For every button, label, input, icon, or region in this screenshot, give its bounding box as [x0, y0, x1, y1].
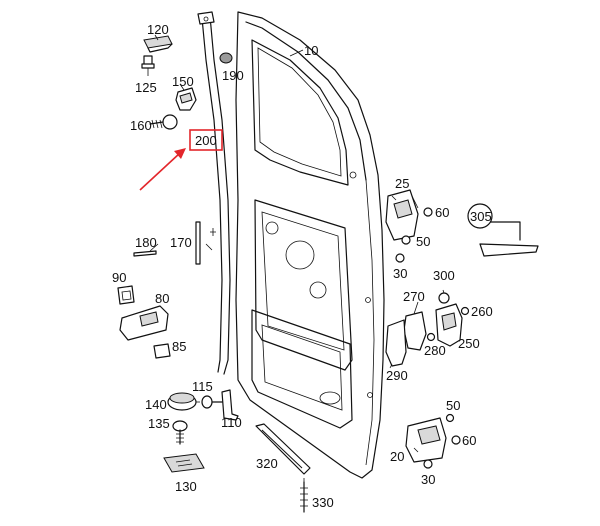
callout-labels: 10 120 125 150 160 190 200 170 180 90 80… [112, 22, 493, 510]
label-135: 135 [148, 416, 170, 431]
label-305: 305 [470, 209, 492, 224]
label-320: 320 [256, 456, 278, 471]
bolt-part-50-upper [401, 235, 411, 245]
door-panel-part-10 [235, 11, 385, 479]
rod-part-180 [133, 250, 157, 257]
label-290: 290 [386, 368, 408, 383]
nut-part-60-upper [423, 207, 433, 217]
label-260: 260 [471, 304, 493, 319]
nut-part-60-lower [451, 435, 461, 445]
label-270: 270 [403, 289, 425, 304]
bolt-part-125 [141, 55, 155, 76]
label-80: 80 [155, 291, 169, 306]
rod-part-170 [195, 221, 216, 265]
label-280: 280 [424, 343, 446, 358]
label-60-lower: 60 [462, 433, 476, 448]
door-seal-part-200 [197, 11, 231, 375]
grommet-part-140 [167, 392, 197, 411]
lock-part-270 [403, 311, 427, 351]
label-330: 330 [312, 495, 334, 510]
lock-part-250 [435, 303, 463, 347]
label-10: 10 [304, 43, 318, 58]
rail-part-320 [255, 423, 311, 475]
label-160: 160 [130, 118, 152, 133]
bracket-part-150 [175, 87, 197, 111]
label-20: 20 [390, 449, 404, 464]
highlight-arrow-shaft [139, 152, 181, 191]
label-50-lower: 50 [446, 398, 460, 413]
label-180: 180 [135, 235, 157, 250]
label-190: 190 [222, 68, 244, 83]
bracket-part-110 [221, 389, 239, 421]
callout-circle-305 [467, 203, 493, 229]
screw-part-115 [201, 395, 223, 409]
label-50-upper: 50 [416, 234, 430, 249]
screw-part-160 [149, 114, 178, 130]
label-85: 85 [172, 339, 186, 354]
label-30-lower: 30 [421, 472, 435, 487]
lock-part-280 [426, 332, 436, 342]
label-25: 25 [395, 176, 409, 191]
label-130: 130 [175, 479, 197, 494]
hinge-part-20 [405, 417, 447, 463]
label-250: 250 [458, 336, 480, 351]
cover-part-290 [385, 319, 407, 367]
label-110: 110 [221, 415, 242, 430]
clip-part-90 [117, 285, 135, 305]
highlight-arrow-head [174, 148, 186, 159]
handle-part-80 [119, 305, 169, 341]
plate-part-130 [163, 453, 205, 473]
screw-part-330 [300, 481, 308, 513]
leader-lines [149, 34, 445, 482]
bolt-part-50-lower [445, 413, 455, 423]
bolt-part-135 [172, 420, 188, 445]
cap-part-85 [153, 343, 171, 359]
highlight-box [189, 129, 223, 151]
lock-part-300 [438, 292, 450, 304]
lock-part-260 [460, 306, 470, 316]
label-115: 115 [192, 379, 213, 394]
detail-inset-305 [479, 221, 539, 257]
hinge-part-25 [385, 189, 419, 241]
pin-part-30-lower [423, 459, 433, 469]
label-300: 300 [433, 268, 455, 283]
label-140: 140 [145, 397, 167, 412]
label-170: 170 [170, 235, 192, 250]
label-30-upper: 30 [393, 266, 407, 281]
highlight-200 [139, 129, 223, 191]
label-150: 150 [172, 74, 194, 89]
plug-part-190 [219, 52, 233, 64]
clip-part-120 [143, 35, 173, 53]
label-60-upper: 60 [435, 205, 449, 220]
label-120: 120 [147, 22, 169, 37]
pin-part-30-upper [395, 253, 405, 263]
label-125: 125 [135, 80, 157, 95]
label-200: 200 [195, 133, 217, 148]
label-90: 90 [112, 270, 126, 285]
